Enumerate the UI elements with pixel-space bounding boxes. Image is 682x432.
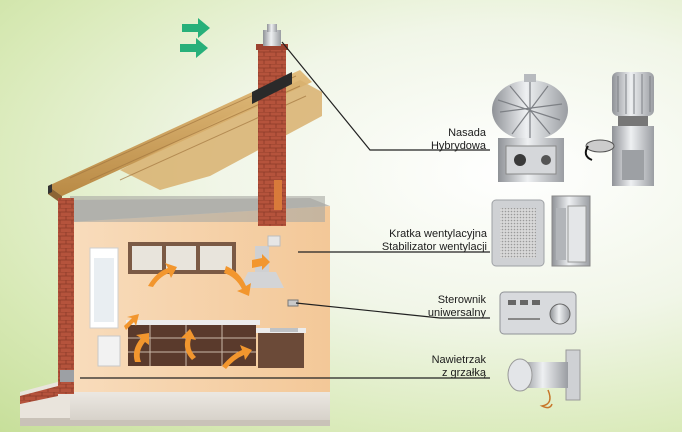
callout-controller: Sterownik uniwersalny xyxy=(356,294,486,320)
hybrid-cowl-device-2 xyxy=(584,72,654,186)
callout-label-line1: Kratka wentylacyjna xyxy=(389,228,487,240)
callout-vent-grille: Kratka wentylacyjna Stabilizator wentyla… xyxy=(344,228,487,254)
callout-label-line2: Hybrydowa xyxy=(430,140,486,152)
universal-controller-device xyxy=(499,291,577,335)
chimney xyxy=(252,44,292,226)
range-hood xyxy=(240,272,284,288)
air-inlet-unit xyxy=(60,370,74,382)
callout-hybrid-cowl: Nasada Hybrydowa xyxy=(356,127,486,153)
callout-label-line2: uniwersalny xyxy=(427,307,486,319)
airflow-arrow-icon xyxy=(124,254,270,369)
airflow-out-arrow-icon xyxy=(180,18,210,58)
callout-label-line1: Sterownik xyxy=(437,294,486,306)
window xyxy=(89,247,119,329)
callout-label-line1: Nawietrzak xyxy=(431,354,486,366)
ventilation-stabilizer-device xyxy=(551,195,591,267)
callout-label-line1: Nasada xyxy=(448,127,486,139)
brick-side-wall xyxy=(58,198,74,394)
callout-air-inlet: Nawietrzak z grzałką xyxy=(356,354,486,380)
chimney-cowl xyxy=(263,24,281,46)
heated-air-inlet-device xyxy=(507,349,581,409)
vent-grille-device xyxy=(491,199,545,267)
callout-label-line2: Stabilizator wentylacji xyxy=(381,241,487,253)
upper-cabinets xyxy=(128,242,236,274)
leader-lines xyxy=(80,41,490,379)
radiator xyxy=(97,335,121,367)
hybrid-cowl-device xyxy=(492,74,568,182)
callout-label-line2: z grzałką xyxy=(441,367,486,379)
